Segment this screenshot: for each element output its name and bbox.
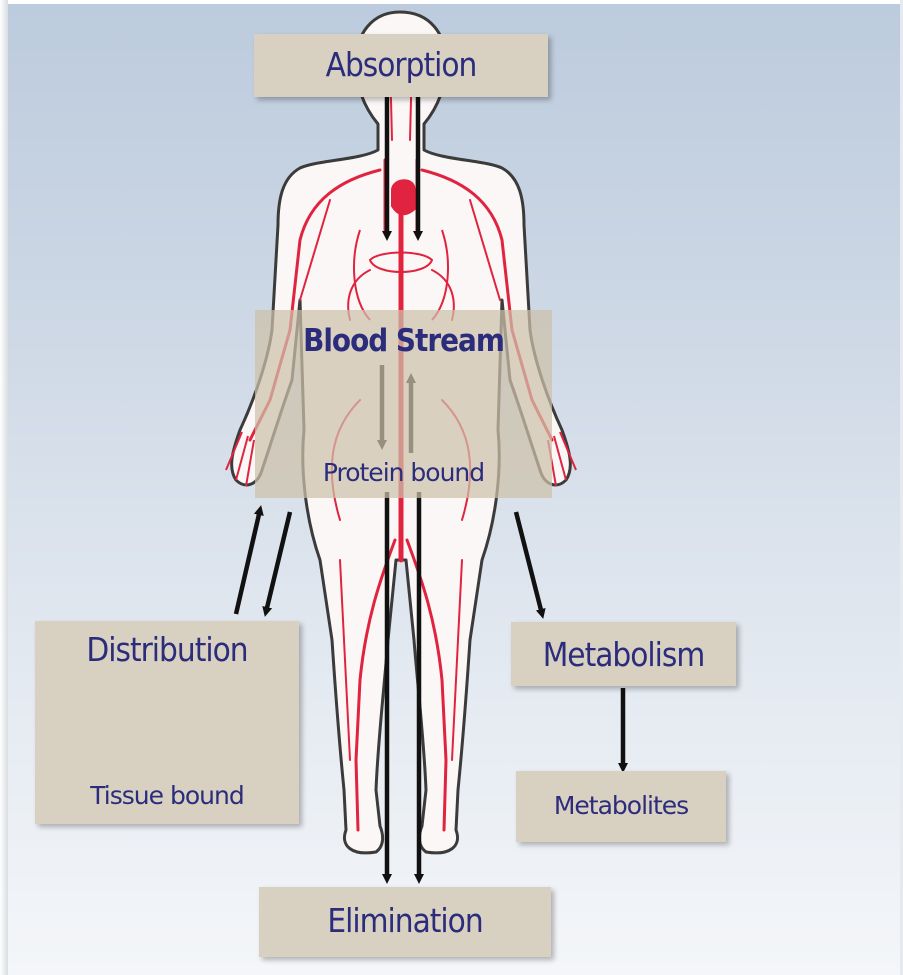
metabolites-box: Metabolites: [516, 771, 726, 842]
elimination-label: Elimination: [259, 904, 551, 937]
metabolites-label: Metabolites: [516, 793, 726, 818]
blood-stream-box: Blood Stream Protein bound: [255, 310, 552, 498]
metabolism-box: Metabolism: [511, 622, 736, 686]
elimination-box: Elimination: [259, 887, 551, 957]
tissue-bound-label: Tissue bound: [35, 783, 299, 808]
arrow-distribution-down: [266, 512, 290, 612]
absorption-box: Absorption: [254, 34, 548, 97]
metabolism-label: Metabolism: [511, 638, 736, 671]
arrow-distribution-up: [236, 510, 260, 614]
blood-stream-label: Blood Stream: [255, 326, 552, 357]
arrow-to-metabolism: [516, 512, 542, 614]
distribution-box: Distribution Tissue bound: [35, 621, 299, 824]
protein-bound-label: Protein bound: [255, 460, 552, 485]
absorption-label: Absorption: [254, 48, 548, 81]
distribution-label: Distribution: [35, 633, 299, 666]
